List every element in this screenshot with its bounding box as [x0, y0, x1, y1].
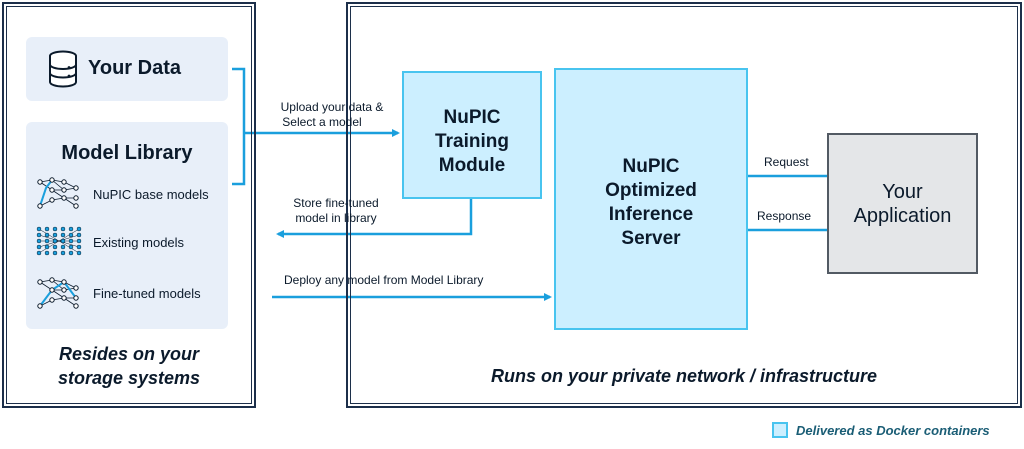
fine-tuned-icon	[37, 277, 79, 309]
model-library-title: Model Library	[61, 142, 193, 164]
neural-net-icon	[37, 177, 79, 209]
inference-line4: Server	[621, 228, 681, 249]
network-container	[346, 2, 1022, 408]
storage-caption-line1: Resides on your	[58, 344, 200, 364]
store-arrow	[276, 199, 473, 238]
network-grid-icon	[36, 226, 82, 256]
inference-line2: Optimized	[605, 180, 697, 201]
your-data-title: Your Data	[88, 57, 181, 79]
your-application-box: Your Application	[827, 133, 978, 274]
your-data-card: Your Data	[26, 37, 228, 101]
upload-label-line1: Upload your data &	[280, 100, 384, 114]
legend-swatch	[772, 422, 788, 438]
application-line2: Application	[853, 205, 952, 227]
store-label-line2: model in library	[295, 211, 377, 225]
inference-server-box: NuPIC Optimized Inference Server	[554, 68, 748, 330]
response-label: Response	[757, 209, 812, 223]
library-item-fine-tuned-models: Fine-tuned models	[93, 286, 201, 301]
training-line1: NuPIC	[443, 107, 501, 128]
upload-label-line2: Select a model	[282, 115, 362, 129]
deploy-label: Deploy any model from Model Library	[284, 273, 484, 287]
library-item-base-models: NuPIC base models	[93, 187, 209, 202]
legend-text: Delivered as Docker containers	[796, 423, 990, 438]
training-line3: Module	[438, 155, 506, 176]
training-line2: Training	[435, 131, 509, 152]
inference-line3: Inference	[608, 204, 694, 225]
database-icon	[49, 50, 77, 88]
inference-line1: NuPIC	[622, 156, 680, 177]
model-library-card: Model Library NuPIC base models Existing…	[26, 122, 228, 329]
storage-container	[2, 2, 256, 408]
store-label-line1: Store fine-tuned	[293, 196, 379, 210]
library-item-existing-models: Existing models	[93, 235, 185, 250]
library-bracket	[232, 67, 246, 186]
request-label: Request	[764, 155, 809, 169]
application-line1: Your	[882, 181, 923, 203]
network-caption: Runs on your private network / infrastru…	[490, 366, 878, 386]
training-module-box: NuPIC Training Module	[402, 71, 542, 199]
storage-caption-line2: storage systems	[57, 368, 201, 388]
